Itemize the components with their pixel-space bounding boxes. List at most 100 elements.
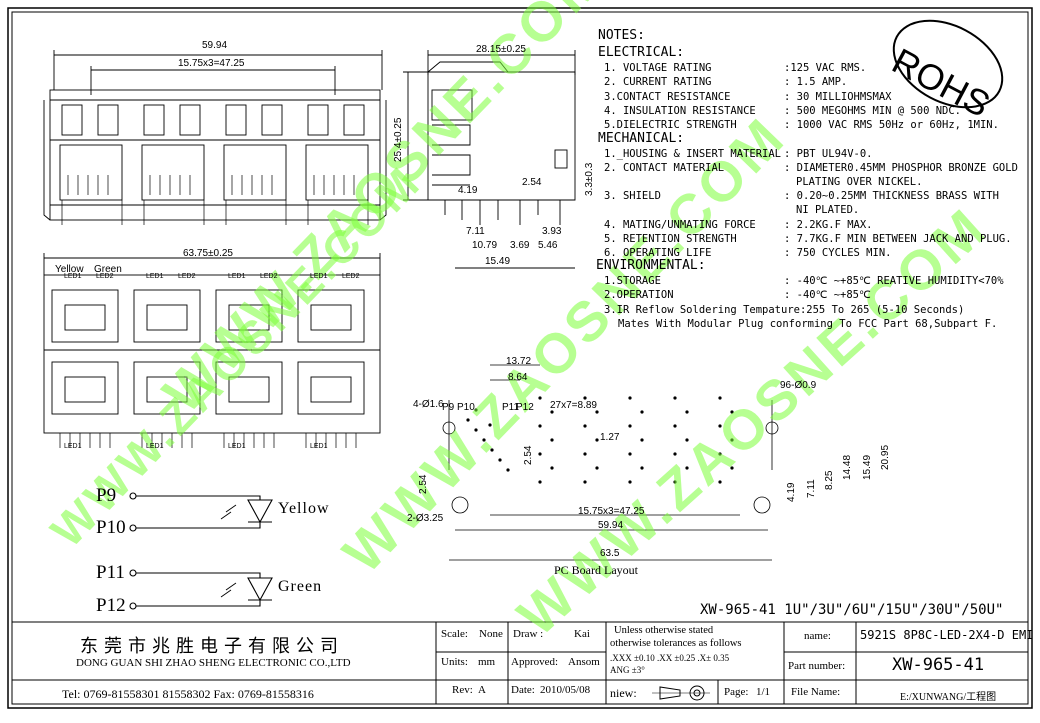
rev-value: A: [478, 684, 486, 696]
side-dim-11: 15.49: [485, 256, 511, 267]
pcb-pin-hole: [538, 452, 542, 456]
pcb-pin-hole: [685, 466, 689, 470]
led-label: LED2: [178, 273, 196, 280]
view-label: niew:: [610, 686, 637, 700]
pcb-pin-hole: [718, 452, 722, 456]
note-e1-value: :125 VAC RMS.: [784, 62, 867, 74]
pcb-pin-hole: [685, 438, 689, 442]
note-n3: 3.IR Reflow Soldering Tempature:255 To 2…: [604, 304, 965, 316]
schematic-p9: P9: [96, 485, 117, 506]
side-view: [403, 50, 576, 269]
note-m1: 1._HOUSING & INSERT MATERIAL: [604, 148, 782, 160]
tolerance-line-1: Unless otherwise stated: [614, 625, 714, 636]
pcb-dim-12: 7.11: [806, 479, 817, 498]
note-n1-value: : -40℃ ~+85℃ REATIVE HUMIDITY<70%: [784, 275, 1004, 287]
pcb-dim-17: 59.94: [598, 520, 624, 531]
pcb-pin-hole: [583, 452, 587, 456]
pcb-pin-hole: [550, 466, 554, 470]
electrical-heading: ELECTRICAL:: [598, 45, 685, 60]
pcb-dim-13: 4.19: [786, 482, 797, 502]
tolerance-line-2: otherwise tolerances as follows: [610, 638, 742, 649]
pcb-pin-hole: [628, 424, 632, 428]
pcb-pin-hole: [685, 410, 689, 414]
part-number-label: Part number:: [788, 660, 846, 672]
pcb-pin-hole: [640, 410, 644, 414]
led-label: LED1: [310, 273, 328, 280]
units-label: Units:: [441, 656, 468, 668]
note-e1: 1. VOLTAGE RATING: [604, 62, 712, 74]
note-m6-value: : 750 CYCLES MIN.: [784, 247, 892, 259]
pcb-pin-hole: [498, 458, 502, 462]
note-e4: 4. INSULATION RESISTANCE: [604, 105, 756, 117]
page-value: 1/1: [756, 686, 771, 698]
pcb-holes: [466, 396, 734, 484]
pcb-p9: P9: [442, 402, 455, 413]
pcb-pin-hole: [583, 396, 587, 400]
led-label: LED1: [64, 273, 82, 280]
pcb-pin-hole: [595, 410, 599, 414]
date-value: 2010/05/08: [540, 684, 591, 696]
note-m3-value-2: NI PLATED.: [796, 204, 860, 216]
pcb-pin-hole: [550, 438, 554, 442]
pcb-dim-5: 1.27: [600, 432, 620, 443]
pcb-pin-hole: [474, 428, 478, 432]
pcb-dim-1: 13.72: [506, 356, 532, 367]
schematic-p10: P10: [96, 517, 126, 538]
led-label: LED1: [64, 443, 82, 450]
pcb-layout: [442, 364, 779, 561]
pcb-pin-hole: [538, 396, 542, 400]
pcb-pin-hole: [730, 466, 734, 470]
schematic-green: Green: [278, 578, 323, 595]
note-e5: 5.DIELECTRIC STRENGTH: [604, 119, 737, 131]
schematic-p11: P11: [96, 562, 125, 583]
pcb-pin-hole: [506, 468, 510, 472]
file-name-label: File Name:: [791, 686, 841, 698]
pcb-pin-hole: [488, 423, 492, 427]
note-m5-value: : 7.7KG.F MIN BETWEEN JACK AND PLUG.: [784, 233, 1012, 245]
led-label: LED1: [146, 443, 164, 450]
rj45-ports: [51, 289, 365, 415]
note-m5: 5. RETENTION STRENGTH: [604, 233, 737, 245]
led-label: LED1: [228, 273, 246, 280]
top-pitch-dim: 15.75x3=47.25: [178, 58, 245, 69]
pcb-dim-4: 27x7=8.89: [550, 400, 597, 411]
side-dim-5: 4.19: [458, 185, 478, 196]
notes-title: NOTES:: [598, 28, 645, 43]
note-m2: 2. CONTACT MATERIAL: [604, 162, 725, 174]
scale-value: None: [479, 628, 503, 640]
schematic-p12: P12: [96, 595, 126, 616]
pcb-pin-hole: [730, 410, 734, 414]
model-line: XW-965-41 1U"/3U"/6U"/15U"/30U"/50U": [700, 602, 1004, 618]
pcb-dim-9: 15.49: [862, 454, 873, 480]
note-e3: 3.CONTACT RESISTANCE: [604, 91, 731, 103]
pcb-pin-hole: [595, 438, 599, 442]
company-contact: Tel: 0769-81558301 81558302 Fax: 0769-81…: [62, 687, 314, 701]
front-width-dim: 63.75±0.25: [183, 248, 233, 259]
name-value: 5921S 8P8C-LED-2X4-D EMI: [860, 628, 1034, 642]
front-yellow-label: Yellow: [55, 264, 84, 275]
side-dim-6: 7.11: [466, 226, 485, 237]
pcb-pin-hole: [583, 480, 587, 484]
tolerance-line-4: ANG ±3°: [610, 665, 645, 675]
side-dim-3: 3.3±0.3: [584, 162, 595, 196]
note-n4: Mates With Modular Plug conforming To FC…: [618, 318, 998, 330]
pcb-pin-hole: [673, 480, 677, 484]
note-e2: 2. CURRENT RATING: [604, 76, 712, 88]
company-name-en: DONG GUAN SHI ZHAO SHENG ELECTRONIC CO.,…: [76, 657, 351, 669]
pcb-pin-hole: [628, 396, 632, 400]
pcb-pin-hole: [718, 424, 722, 428]
approved-label: Approved:: [511, 656, 559, 668]
title-block: [12, 621, 1028, 704]
note-m4: 4. MATING/UNMATING FORCE: [604, 219, 756, 231]
pcb-pin-hole: [482, 438, 486, 442]
environmental-heading: ENVIRONMENTAL:: [596, 258, 706, 273]
top-view: [43, 50, 387, 225]
side-dim-2: 25.4±0.25: [393, 117, 404, 162]
note-m1-value: : PBT UL94V-0.: [784, 148, 873, 160]
pcb-pin-hole: [718, 480, 722, 484]
led-label: LED1: [146, 273, 164, 280]
pcb-dim-14: 2.54: [418, 474, 429, 494]
pcb-caption: PC Board Layout: [554, 563, 638, 577]
pcb-pin-hole: [550, 410, 554, 414]
